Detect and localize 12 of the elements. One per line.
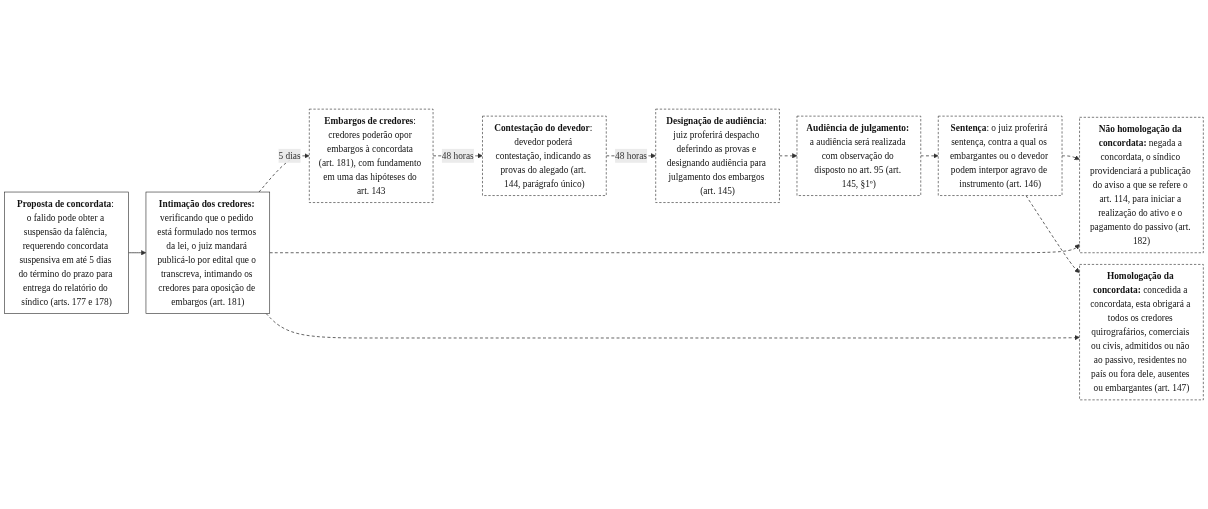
edge-label: 48 horas xyxy=(615,150,647,161)
edge-label: 5 dias xyxy=(278,150,301,161)
edge-label: 48 horas xyxy=(441,150,474,161)
node-box: Contestação do devedor: devedor poderá contestação, indicando as provas do alegado (art. 144, parágrafo único) xyxy=(482,115,607,196)
node-box: Designação de audiência: juiz proferirá despacho deferindo as provas e designando audiência para julgamento dos embargos (art. 145) xyxy=(655,108,780,203)
node-box: Homologação da concordata: concedida a concordata, esta obrigará a todos os credores quirografários, comerciais ou civis, admitidos ou não ao passivo, residentes no país ou fora dele, ausentes ou embargantes (art. 147) xyxy=(1079,264,1204,401)
node-box: Sentença: o juiz proferirá sentença, contra a qual os embargantes ou o devedor podem interpor agravo de instrumento (art. 146) xyxy=(938,115,1063,196)
node-box: Não homologação da concordata: negada a concordata, o síndico providenciará a publicação do aviso a que se refere o art. 114, para iniciar a realização do ativo e o pagamento do passivo (art. 182) xyxy=(1079,117,1204,254)
node-box: Intimação dos credores: verificando que o pedido está formulado nos termos da lei, o juiz mandará publicá-lo por edital que o transcreva, intimando os credores para oposição de embargos (art. 181) xyxy=(145,191,271,314)
node-box: Proposta de concordata: o falido pode obter a suspensão da falência, requerendo concordata suspensiva em até 5 dias do término do prazo para entrega do relatório do síndico (arts. 177 e 178) xyxy=(4,191,129,314)
node-box: Audiência de julgamento: a audiência será realizada com observação do disposto no art. 95 (art. 145, §1º) xyxy=(796,115,922,196)
node-box: Embargos de credores: credores poderão opor embargos à concordata (art. 181), com fundamento em uma das hipóteses do art. 143 xyxy=(309,108,434,203)
